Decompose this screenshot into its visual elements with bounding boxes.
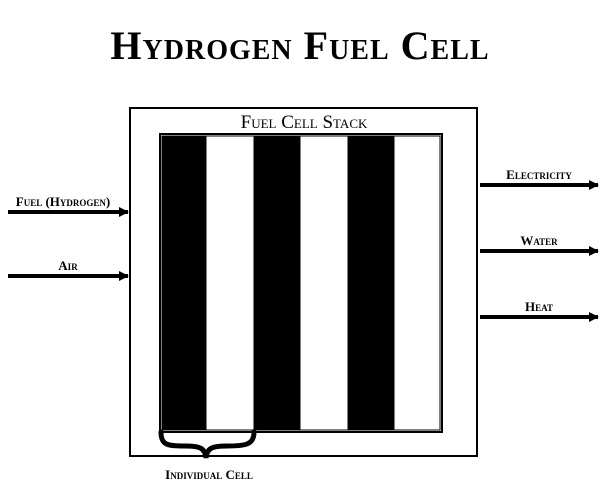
output-label-electricity: Electricity [506, 167, 572, 182]
cell-gap [205, 135, 255, 431]
output-label-water: Water [520, 233, 558, 248]
cell-plate [254, 135, 301, 431]
cell-gap [299, 135, 349, 431]
page-title: Hydrogen Fuel Cell [110, 23, 490, 68]
cell-gap [393, 135, 441, 431]
output-label-heat: Heat [525, 299, 553, 314]
individual-cell-label: Individual Cell [165, 467, 253, 482]
cell-brace [158, 429, 257, 459]
cell-plate [348, 135, 395, 431]
stack-outer-box [129, 107, 478, 457]
input-label-air: Air [58, 258, 78, 273]
cell-plate [161, 135, 207, 431]
stack-label: Fuel Cell Stack [241, 112, 368, 133]
input-label-fuel: Fuel (Hydrogen) [16, 194, 110, 209]
